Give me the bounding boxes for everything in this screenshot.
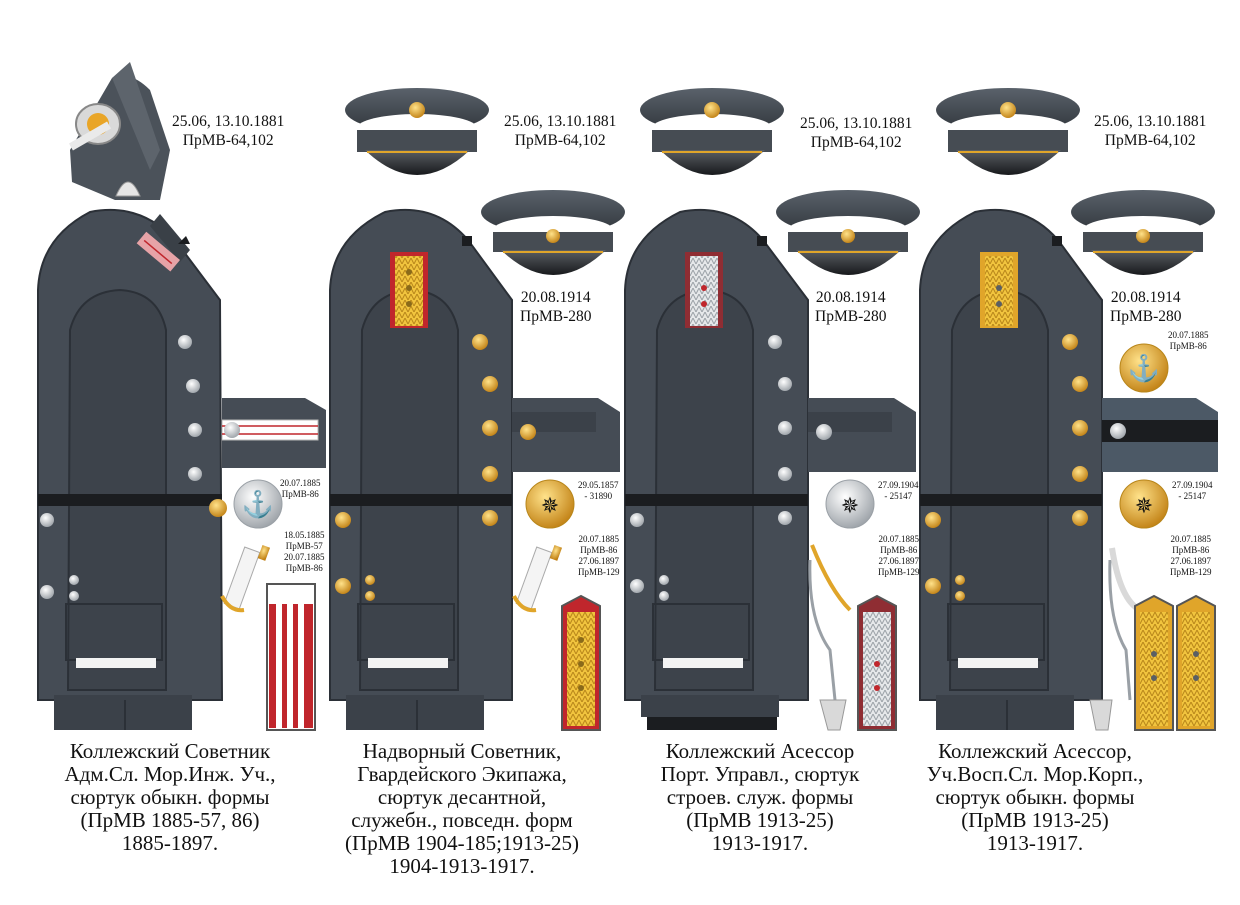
coat-buttons: [335, 334, 498, 601]
figure-4: ⚓ ✵: [919, 88, 1218, 731]
figure-2-caption: Надворный Советник,Гвардейского Экипажа,…: [345, 739, 579, 878]
anchor-button-silver: ⚓: [233, 479, 283, 529]
figure-3-note-1: 27.09.1904- 25147: [878, 480, 919, 501]
shoulder-strap-right: [1176, 594, 1216, 731]
svg-text:✵: ✵: [841, 493, 859, 518]
figure-2-note-1: 29.05.1857- 31890: [578, 480, 619, 501]
frock-coat: [919, 208, 1103, 730]
shoulder-strap-left: [1134, 594, 1174, 731]
shoulder-strap: [857, 594, 897, 731]
sabre: [808, 544, 852, 731]
dirk: [220, 545, 271, 613]
peaked-cap-top: [640, 88, 784, 175]
dirk: [512, 545, 563, 613]
peaked-cap-top: [345, 88, 489, 175]
peaked-cap-bottom: [776, 190, 920, 275]
anchor-button-gold: ⚓: [1119, 343, 1169, 393]
cuff-sample: [1102, 398, 1218, 472]
coat-buttons: [40, 335, 227, 601]
cuff-sample: [512, 398, 620, 472]
eagle-button-silver: ✵: [825, 479, 875, 529]
coat-buttons: [925, 334, 1088, 601]
svg-text:⚓: ⚓: [242, 489, 274, 519]
epaulette-stars: [406, 269, 412, 307]
figure-3: ✵: [624, 88, 920, 731]
cuff-sample: [808, 398, 916, 472]
peaked-cap-top: [936, 88, 1080, 175]
peaked-cap-bottom: [1071, 190, 1215, 275]
eagle-button-gold: ✵: [525, 479, 575, 529]
peaked-cap-bottom: [481, 190, 625, 275]
svg-text:✵: ✵: [541, 493, 559, 518]
figure-4-note-2: 27.09.1904- 25147: [1172, 480, 1213, 501]
frock-coat: [624, 208, 809, 730]
bicorne-hat: [68, 62, 170, 200]
shoulder-strap: [266, 583, 316, 731]
figure-1: ⚓: [37, 62, 326, 731]
figure-2: ✵: [329, 88, 625, 731]
figure-4-caption: Коллежский Асессор,Уч.Восп.Сл. Мор.Корп.…: [926, 739, 1144, 855]
frock-coat: [37, 208, 227, 730]
eagle-button-gold: ✵: [1119, 479, 1169, 529]
frock-coat: [329, 208, 513, 730]
shoulder-strap: [561, 594, 601, 731]
cuff-sample: [221, 398, 326, 468]
svg-text:✵: ✵: [1135, 493, 1153, 518]
svg-text:⚓: ⚓: [1128, 353, 1160, 383]
coat-buttons: [630, 335, 792, 601]
